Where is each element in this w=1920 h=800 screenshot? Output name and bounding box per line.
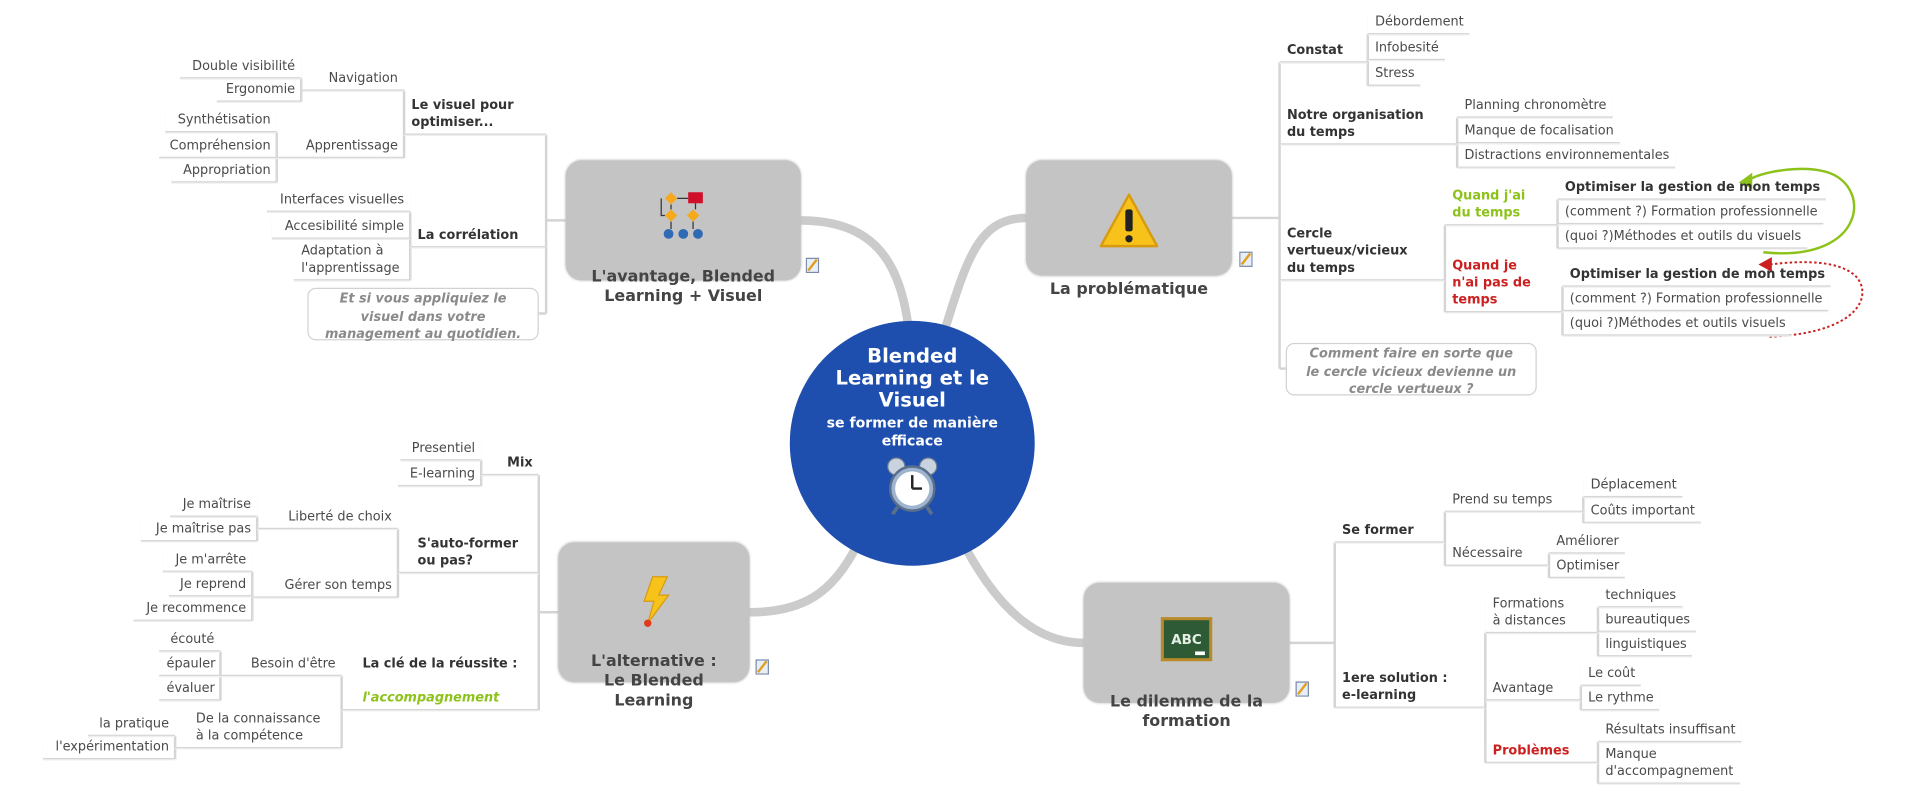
- note-icon[interactable]: [1239, 251, 1253, 267]
- node-formations-distance[interactable]: Formations à distances: [1485, 595, 1598, 634]
- node-ecoute[interactable]: écouté: [159, 631, 221, 652]
- node-besoin-etre[interactable]: Besoin d'être: [220, 655, 342, 676]
- negative-arrowhead: [1758, 257, 1772, 272]
- node-correlation[interactable]: La corrélation: [410, 227, 547, 248]
- node-quoi-1[interactable]: (quoi ?)Méthodes et outils du visuels: [1557, 228, 1808, 249]
- node-constat[interactable]: Constat: [1279, 42, 1368, 63]
- node-quoi-2[interactable]: (quoi ?)Méthodes et outils visuels: [1562, 315, 1792, 336]
- node-apprentissage[interactable]: Apprentissage: [276, 137, 405, 158]
- node-je-reprend[interactable]: Je reprend: [168, 576, 253, 597]
- node-distractions[interactable]: Distractions environnementales: [1457, 147, 1676, 168]
- node-visuel-optimiser[interactable]: Le visuel pour optimiser...: [404, 97, 547, 135]
- node-le-cout[interactable]: Le coût: [1580, 665, 1642, 686]
- alarm-clock-icon: [887, 457, 938, 516]
- node-experimentation[interactable]: l'expérimentation: [42, 738, 176, 760]
- node-planning[interactable]: Planning chronomètre: [1457, 97, 1613, 118]
- topic-label: La problématique: [1049, 280, 1209, 299]
- node-deplacement[interactable]: Déplacement: [1583, 476, 1683, 498]
- node-je-maitrise-pas[interactable]: Je maîtrise pas: [140, 520, 258, 542]
- node-double-visibilite[interactable]: Double visibilité: [180, 58, 302, 79]
- topic-label: L'avantage, Blended Learning + Visuel: [591, 268, 776, 307]
- node-liberte-choix[interactable]: Liberté de choix: [257, 508, 398, 529]
- node-stress[interactable]: Stress: [1367, 65, 1421, 86]
- central-title: Blended Learning et le Visuel: [835, 344, 990, 412]
- positive-arrowhead: [1738, 172, 1753, 189]
- node-je-maitrise[interactable]: Je maîtrise: [170, 496, 258, 517]
- node-techniques[interactable]: techniques: [1597, 587, 1683, 608]
- node-je-m-arrete[interactable]: Je m'arrête: [162, 551, 253, 572]
- node-navigation[interactable]: Navigation: [302, 70, 405, 91]
- node-manque-focalisation[interactable]: Manque de focalisation: [1457, 122, 1620, 144]
- node-solution-elearning[interactable]: 1ere solution : e-learning: [1334, 670, 1486, 708]
- node-epauler[interactable]: épauler: [159, 655, 221, 676]
- node-se-former[interactable]: Se former: [1334, 522, 1445, 543]
- note-icon[interactable]: [755, 659, 769, 675]
- svg-text:ABC: ABC: [1171, 633, 1202, 648]
- node-ergonomie[interactable]: Ergonomie: [216, 81, 302, 102]
- node-quand-temps[interactable]: Quand j'ai du temps: [1444, 187, 1558, 226]
- node-problemes[interactable]: Problèmes: [1485, 742, 1598, 763]
- node-manque-accompagnement[interactable]: Manque d'accompagnement: [1597, 746, 1740, 784]
- topic-alternative[interactable]: L'alternative : Le Blended Learning: [558, 542, 750, 710]
- central-topic[interactable]: Blended Learning et le Visuel se former …: [789, 320, 1035, 566]
- cle-title: La clé de la réussite :: [362, 656, 518, 672]
- lightning-icon: [643, 576, 670, 627]
- node-synthetisation[interactable]: Synthétisation: [165, 111, 277, 133]
- node-linguistiques[interactable]: linguistiques: [1597, 636, 1693, 657]
- node-comprehension[interactable]: Compréhension: [159, 137, 277, 158]
- flowchart-icon: [660, 192, 703, 239]
- node-je-recommence[interactable]: Je recommence: [133, 600, 253, 621]
- node-organisation[interactable]: Notre organisation du temps: [1279, 107, 1458, 145]
- node-elearning[interactable]: E-learning: [397, 465, 482, 487]
- central-subtitle: se former de manière efficace: [826, 413, 998, 450]
- node-quand-pas-temps[interactable]: Quand je n'ai pas de temps: [1444, 257, 1563, 313]
- topic-problematique[interactable]: La problématique: [1026, 160, 1232, 299]
- callout-note[interactable]: Comment faire en sorte que le cercle vic…: [1285, 342, 1537, 397]
- node-pratique[interactable]: la pratique: [88, 715, 176, 736]
- node-presentiel[interactable]: Presentiel: [400, 440, 482, 461]
- note-icon[interactable]: [1295, 681, 1309, 697]
- topic-label: L'alternative : Le Blended Learning: [591, 652, 717, 711]
- node-accessibilite[interactable]: Accesibilité simple: [271, 218, 411, 239]
- node-debordement[interactable]: Débordement: [1367, 13, 1470, 35]
- node-gerer-temps[interactable]: Gérer son temps: [252, 577, 398, 598]
- node-interfaces-visuelles[interactable]: Interfaces visuelles: [266, 191, 411, 212]
- node-evaluer[interactable]: évaluer: [159, 680, 221, 701]
- node-cercle[interactable]: Cercle vertueux/vicieux du temps: [1279, 225, 1445, 281]
- node-infobesite[interactable]: Infobesité: [1367, 39, 1445, 61]
- node-optimiser-1[interactable]: Optimiser la gestion de mon temps: [1557, 179, 1827, 200]
- node-ameliorer[interactable]: Améliorer: [1548, 533, 1625, 554]
- node-bureautiques[interactable]: bureautiques: [1597, 611, 1697, 632]
- callout-note[interactable]: Et si vous appliquiez le visuel dans vot…: [307, 287, 539, 342]
- note-icon[interactable]: [805, 257, 820, 274]
- node-resultats[interactable]: Résultats insuffisant: [1597, 721, 1742, 743]
- node-le-rythme[interactable]: Le rythme: [1580, 689, 1660, 711]
- topic-label: Le dilemme de la formation: [1110, 693, 1264, 732]
- node-prend-temps[interactable]: Prend su temps: [1444, 491, 1584, 512]
- node-optimiser[interactable]: Optimiser: [1548, 557, 1626, 578]
- node-auto-former[interactable]: S'auto-former ou pas?: [397, 535, 539, 574]
- cle-accompagnement: l'accompagnement: [362, 690, 500, 706]
- chalkboard-icon: ABC: [1160, 617, 1213, 662]
- topic-avantage[interactable]: L'avantage, Blended Learning + Visuel: [565, 160, 801, 306]
- warning-icon: [1099, 193, 1159, 248]
- node-comment-1[interactable]: (comment ?) Formation professionnelle: [1557, 203, 1824, 225]
- node-comment-2[interactable]: (comment ?) Formation professionnelle: [1562, 290, 1829, 312]
- positive-loop-arrow: [1747, 167, 1856, 255]
- node-necessaire[interactable]: Nécessaire: [1444, 545, 1549, 566]
- node-connaissance[interactable]: De la connaissance à la compétence: [175, 710, 342, 749]
- node-couts[interactable]: Coûts important: [1583, 502, 1702, 523]
- topic-dilemme[interactable]: ABC Le dilemme de la formation: [1083, 582, 1290, 731]
- node-adaptation[interactable]: Adaptation à l'apprentissage: [293, 242, 411, 281]
- node-mix[interactable]: Mix: [481, 454, 539, 476]
- node-avantage[interactable]: Avantage: [1485, 680, 1581, 701]
- node-optimiser-2[interactable]: Optimiser la gestion de mon temps: [1562, 266, 1832, 287]
- node-cle-reussite[interactable]: La clé de la réussite : l'accompagnement: [341, 638, 539, 711]
- node-appropriation[interactable]: Appropriation: [171, 162, 277, 183]
